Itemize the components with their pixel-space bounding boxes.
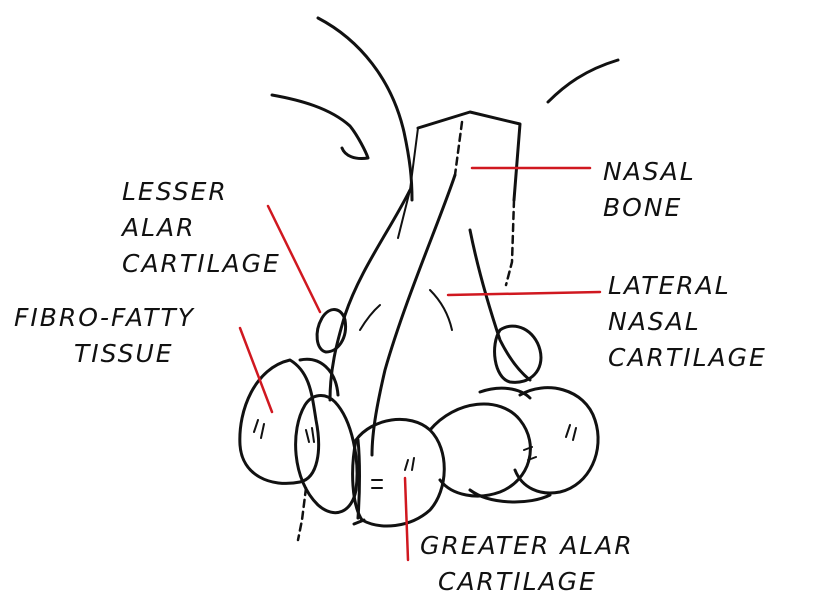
label-fibro-fatty-tissue: FIBRO-FATTY TISSUE (14, 300, 195, 372)
fibro-fatty-lobe-left (240, 360, 319, 483)
leader-lateral-nasal-cartilage (448, 292, 600, 295)
nasal-bone-dashed-edge (455, 122, 462, 175)
label-line: ALAR (122, 210, 281, 246)
greater-alar-right-lobe (515, 388, 598, 493)
label-lesser-alar-cartilage: LESSER ALAR CARTILAGE (122, 174, 281, 282)
nasal-dorsum-right (470, 230, 530, 380)
forehead-curve (318, 18, 412, 200)
label-line: NASAL (603, 154, 696, 190)
left-eyelid-stroke (272, 95, 368, 159)
label-line: BONE (603, 190, 696, 226)
label-line: CARTILAGE (420, 564, 634, 600)
greater-alar-center-right (430, 404, 530, 496)
label-lateral-nasal-cartilage: LATERAL NASAL CARTILAGE (608, 268, 767, 376)
lip-dashed-line (298, 488, 306, 540)
nasal-bone-dashed-right (506, 200, 514, 285)
greater-alar-center-left (353, 419, 445, 526)
label-line: CARTILAGE (608, 340, 767, 376)
right-lesser-alar-shape (495, 326, 541, 382)
right-brow-stroke (548, 60, 618, 102)
label-line: NASAL (608, 304, 767, 340)
label-line: GREATER ALAR (420, 528, 634, 564)
label-line: CARTILAGE (122, 246, 281, 282)
label-line: FIBRO-FATTY (14, 300, 195, 336)
label-nasal-bone: NASAL BONE (603, 154, 696, 226)
leader-greater-alar-cartilage (405, 478, 408, 560)
nasal-bone-outline (418, 112, 520, 200)
label-greater-alar-cartilage: GREATER ALAR CARTILAGE (420, 528, 634, 600)
label-line: LESSER (122, 174, 281, 210)
nasal-dorsum-center (372, 175, 455, 455)
nasal-dorsum-left (330, 190, 410, 400)
label-line: LATERAL (608, 268, 767, 304)
label-line: TISSUE (14, 336, 195, 372)
